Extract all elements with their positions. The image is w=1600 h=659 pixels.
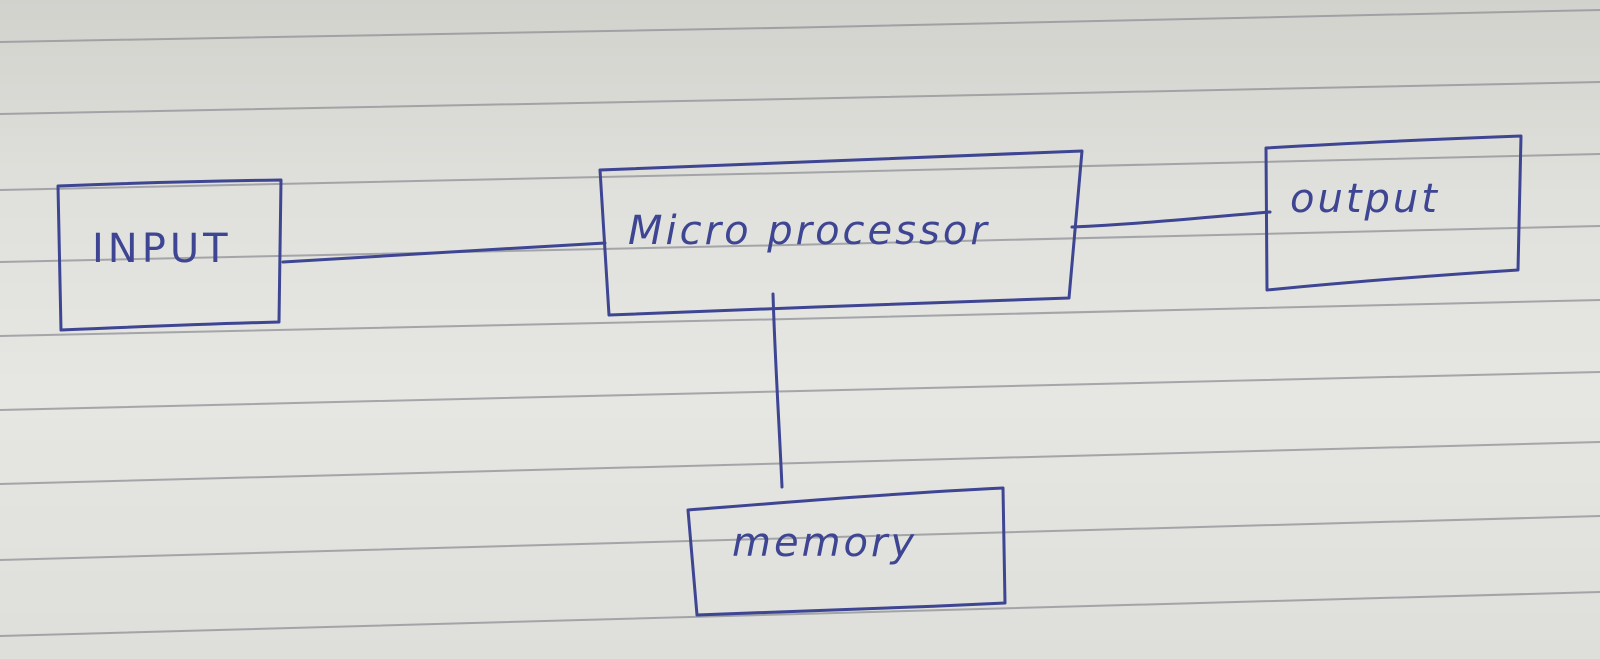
ruled-lines (0, 9, 1600, 637)
rule-line (0, 299, 1600, 337)
rule-line (0, 153, 1600, 191)
microprocessor-to-output-line (1070, 210, 1272, 229)
output-block: output (1264, 134, 1523, 292)
connectors (281, 210, 1272, 489)
output-box (1264, 134, 1523, 292)
rule-line (0, 591, 1600, 637)
memory-label: memory (732, 520, 917, 566)
rule-line (0, 515, 1600, 561)
memory-block: memory (686, 486, 1007, 617)
rule-line (0, 81, 1600, 115)
rule-line (0, 225, 1600, 263)
rule-line (0, 371, 1600, 411)
input-label: INPUT (92, 226, 232, 272)
memory-box (686, 486, 1007, 617)
microprocessor-box (598, 149, 1084, 317)
input-box (56, 178, 283, 332)
rule-line (0, 441, 1600, 485)
microprocessor-block: Micro processor (598, 149, 1084, 317)
input-to-microprocessor-line (281, 241, 607, 264)
microprocessor-label: Micro processor (628, 208, 990, 254)
output-label: output (1290, 176, 1440, 222)
rule-line (0, 9, 1600, 43)
input-block: INPUT (56, 178, 283, 332)
microprocessor-to-memory-line (771, 292, 784, 489)
